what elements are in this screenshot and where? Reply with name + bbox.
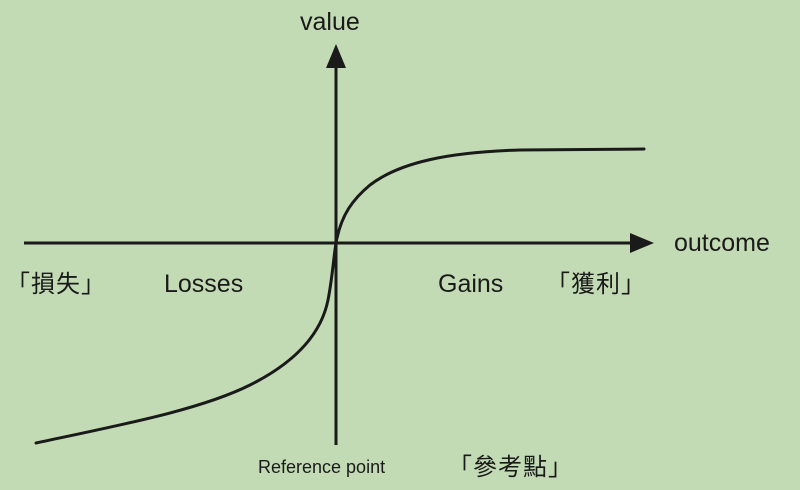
gains-label: Gains xyxy=(438,270,504,298)
y-axis-arrowhead xyxy=(326,44,346,68)
x-axis-arrowhead xyxy=(630,233,654,253)
x-axis-label: outcome xyxy=(674,229,770,257)
gains-label-cn: 「獲利」 xyxy=(546,270,646,298)
reference-point-label-cn: 「參考點」 xyxy=(448,453,573,481)
reference-point-label: Reference point xyxy=(258,457,386,477)
value-curve xyxy=(34,147,646,445)
losses-label-cn: 「損失」 xyxy=(6,270,106,298)
y-axis-label: value xyxy=(300,8,360,36)
losses-label: Losses xyxy=(164,270,244,298)
